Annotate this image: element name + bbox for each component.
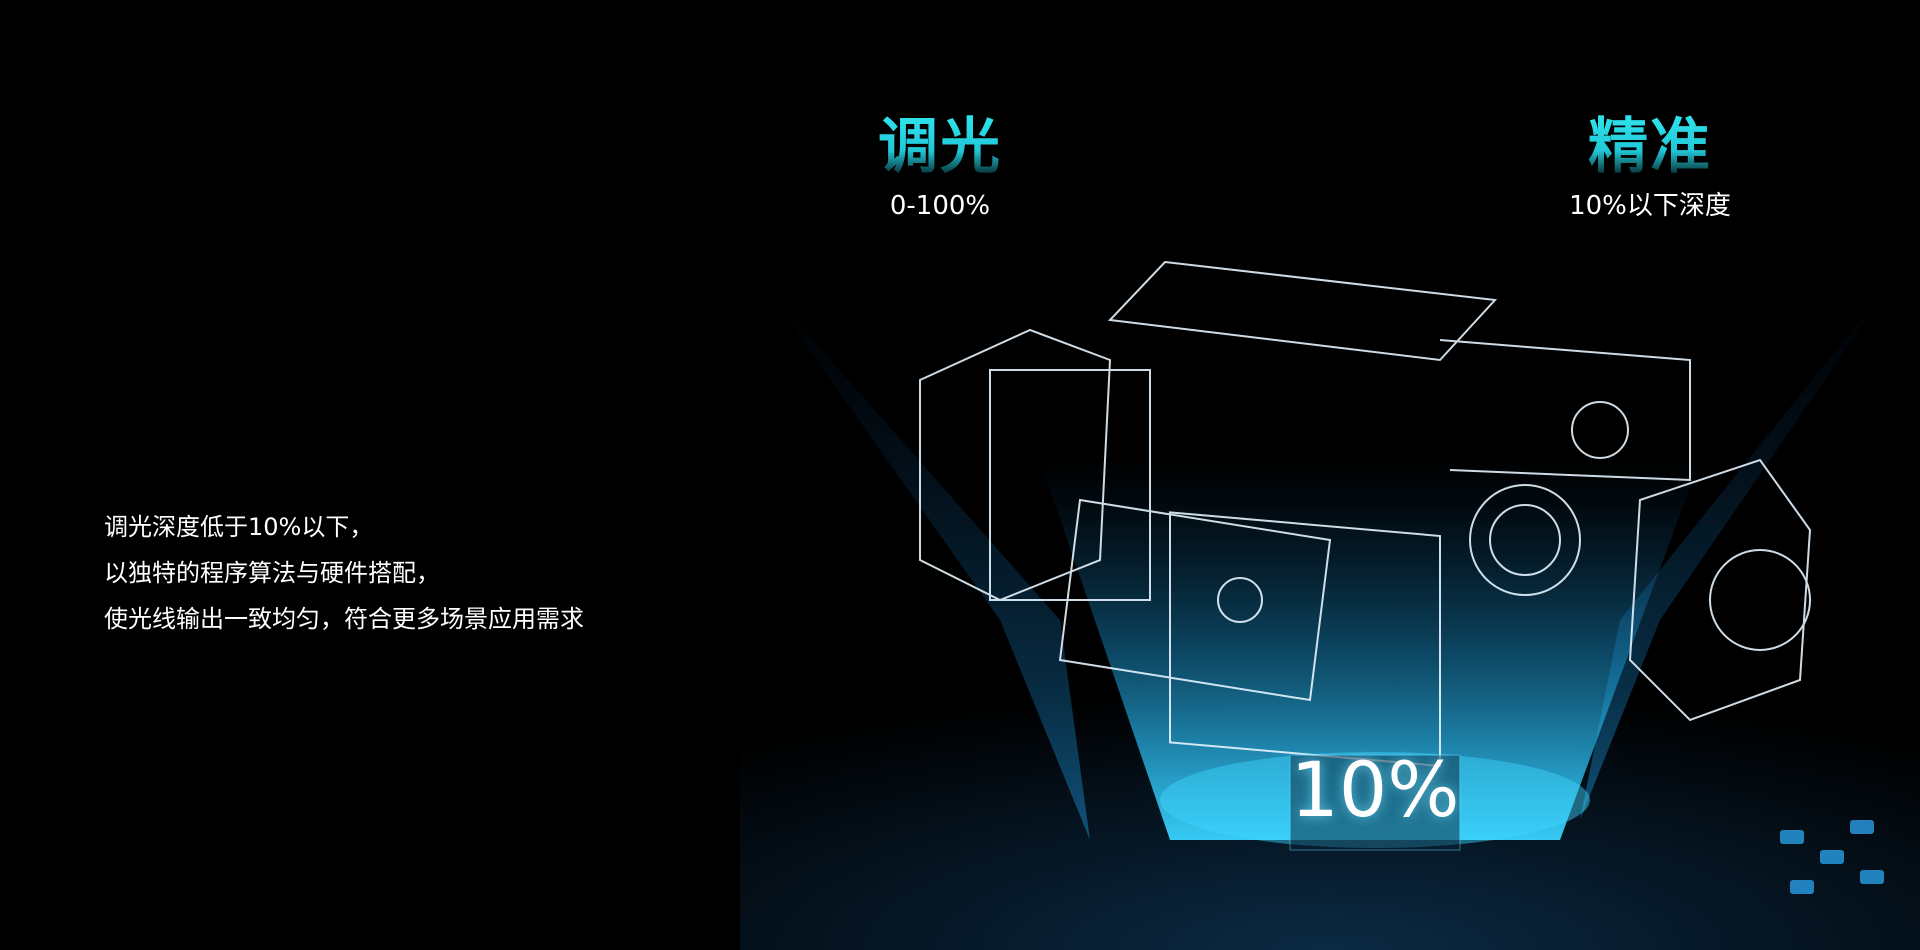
glowing-pads: [1780, 820, 1884, 894]
description-line: 以独特的程序算法与硬件搭配，: [104, 559, 440, 587]
feature-precision: 精准 10%以下深度: [1500, 112, 1800, 224]
feature-subtitle: 0-100%: [889, 191, 991, 221]
feature-title: 精准: [1500, 112, 1800, 182]
chip: [1289, 754, 1461, 851]
feature-subtitle: 10%以下深度: [1569, 191, 1731, 221]
feature-dimming: 调光 0-100%: [790, 112, 1090, 224]
hero-value: 10%: [1290, 745, 1460, 834]
feature-title: 调光: [790, 112, 1090, 182]
description-line: 调光深度低于10%以下，: [104, 513, 374, 541]
device-outline: [919, 260, 1812, 768]
description-line: 使光线输出一致均匀，符合更多场景应用需求: [104, 605, 584, 633]
description: 调光深度低于10%以下， 以独特的程序算法与硬件搭配， 使光线输出一致均匀，符合…: [104, 504, 584, 642]
